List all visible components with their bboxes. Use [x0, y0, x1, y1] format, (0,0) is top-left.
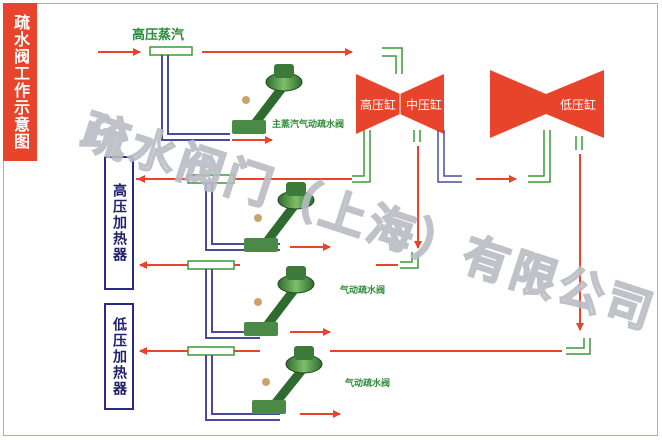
- diagram-title: 疏水阀工作示意图: [3, 3, 37, 161]
- lp-cylinder: [490, 70, 604, 138]
- hp-heater-drain-valve: [244, 182, 315, 252]
- valve2-label: 气动疏水阀: [340, 286, 386, 296]
- hp-heater-label: 高压加热器: [111, 183, 127, 263]
- main-steam-drain-valve: [232, 64, 303, 134]
- ip-exhaust-pipe: [413, 130, 551, 183]
- turbine-inlet-pipe: [382, 47, 403, 74]
- hp-heater: 高压加热器: [104, 156, 134, 290]
- lp-heater-drain-valve: [252, 346, 323, 414]
- mid-drain-valve: [244, 266, 315, 336]
- lp-cylinder-label: 低压缸: [560, 98, 597, 112]
- hp-steam-label: 高压蒸汽: [132, 28, 185, 43]
- hp-ip-cylinder: [356, 74, 444, 134]
- lp-heater-label: 低压加热器: [111, 316, 127, 397]
- ip-cylinder-label: 中压缸: [406, 98, 443, 112]
- valve3-label: 气动疏水阀: [345, 379, 391, 389]
- hp-cylinder-label: 高压缸: [360, 98, 397, 112]
- lp-heater: 低压加热器: [104, 303, 134, 410]
- ip-drain-arrow: [376, 146, 422, 269]
- main-steam-line: [98, 46, 353, 144]
- lp-heater-extraction: [139, 346, 341, 421]
- hp-drain-pipe: [136, 130, 371, 183]
- lp-drain-pipe: [330, 136, 591, 355]
- main-valve-label: 主蒸汽气动疏水阀: [272, 120, 345, 130]
